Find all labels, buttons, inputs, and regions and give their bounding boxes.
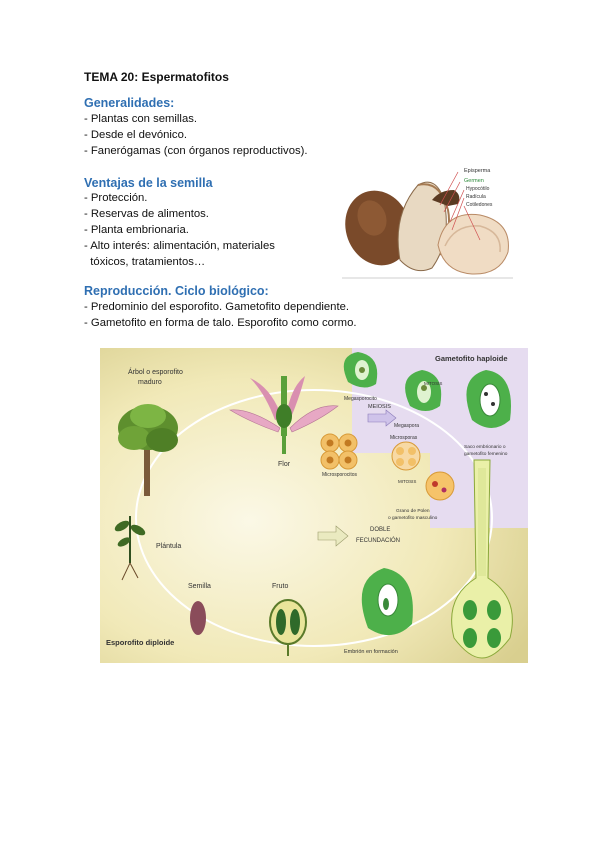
plantula-label: Plántula — [156, 543, 181, 550]
mitosis1-label: MITOSIS — [424, 381, 442, 386]
fecundacion-arrow-icon — [317, 525, 349, 547]
label-radicula: Radícula — [466, 194, 486, 200]
list-item: - Plantas con semillas. — [84, 113, 198, 125]
arbol-label-2: maduro — [138, 379, 162, 386]
saco-label-2: gametofito femenino — [464, 451, 508, 457]
flower-icon — [229, 376, 339, 454]
polen-label-1: Grano de Polen — [396, 508, 430, 514]
list-generalidades: - Plantas con semillas. - Desde el devón… — [84, 111, 308, 159]
list-item: - Fanerógamas (con órganos reproductivos… — [84, 145, 308, 157]
mitosis2-label: MITOSIS — [398, 479, 416, 484]
microsporas-label: Microsporas — [390, 435, 418, 441]
section-heading-reproduccion: Reproducción. Ciclo biológico: — [84, 284, 269, 298]
esporofito-label: Esporofito diploide — [106, 638, 174, 647]
list-item: - Protección. — [84, 192, 148, 204]
arbol-label-1: Árbol o esporofito — [128, 367, 183, 376]
document-title: TEMA 20: Espermatofitos — [84, 70, 229, 84]
gametofito-label: Gametofito haploide — [435, 354, 508, 363]
saco-label-1: Saco embrionario o — [464, 444, 506, 450]
pistil-icon — [451, 459, 513, 659]
seed-illustration: Episperma Germen Hypocótilo Radícula Cot… — [340, 160, 515, 280]
label-hypocotilo: Hypocótilo — [466, 186, 490, 192]
doble-label-2: FECUNDACIÓN — [356, 537, 400, 544]
list-item: - Desde el devónico. — [84, 129, 187, 141]
forming-embryo-icon — [361, 568, 413, 636]
megasporocito-label: Megasporocito — [344, 396, 377, 402]
label-cotiledones: Cotiledones — [466, 202, 493, 208]
microsporocyte-icon — [320, 433, 358, 470]
label-episperma: Episperma — [464, 168, 491, 174]
semilla-label: Semilla — [188, 583, 211, 590]
label-germen: Germen — [464, 178, 484, 184]
list-item: - Planta embrionaria. — [84, 224, 189, 236]
seed-icon — [190, 601, 206, 635]
doble-label-1: DOBLE — [370, 527, 390, 533]
list-item: - Alto interés: alimentación, materiales — [84, 240, 275, 252]
fruit-icon — [269, 599, 307, 656]
seedling-icon — [114, 516, 146, 581]
life-cycle-diagram: Gametofito haploide Esporofito diploide … — [100, 348, 528, 663]
list-ventajas: - Protección. - Reservas de alimentos. -… — [84, 190, 275, 270]
list-reproduccion: - Predominio del esporofito. Gametofito … — [84, 299, 357, 331]
flor-label: Flor — [278, 461, 291, 468]
microsporocitos-label: Microsporocitos — [322, 472, 358, 478]
list-item: - Gametofito en forma de talo. Esporofit… — [84, 317, 357, 329]
ovule-megasporocyte-icon — [343, 352, 378, 388]
list-item: - Predominio del esporofito. Gametofito … — [84, 301, 350, 313]
megaspora-label: Megaspora — [394, 423, 419, 429]
section-heading-ventajas: Ventajas de la semilla — [84, 176, 213, 190]
list-item: tóxicos, tratamientos… — [84, 256, 206, 268]
ovule-megaspore-icon — [405, 370, 442, 411]
fruto-label: Fruto — [272, 583, 288, 590]
embrion-label: Embrión en formación — [344, 649, 398, 655]
embryo-sac-icon — [466, 370, 511, 428]
meiosis-arrow-icon — [367, 409, 397, 427]
tree-icon — [118, 404, 178, 496]
polen-label-2: o gametofito masculino — [388, 515, 438, 521]
section-heading-generalidades: Generalidades: — [84, 96, 175, 110]
microspore-icon — [391, 441, 421, 471]
list-item: - Reservas de alimentos. — [84, 208, 209, 220]
pollen-grain-icon — [425, 471, 455, 501]
meiosis-label: MEIOSIS — [368, 404, 391, 410]
